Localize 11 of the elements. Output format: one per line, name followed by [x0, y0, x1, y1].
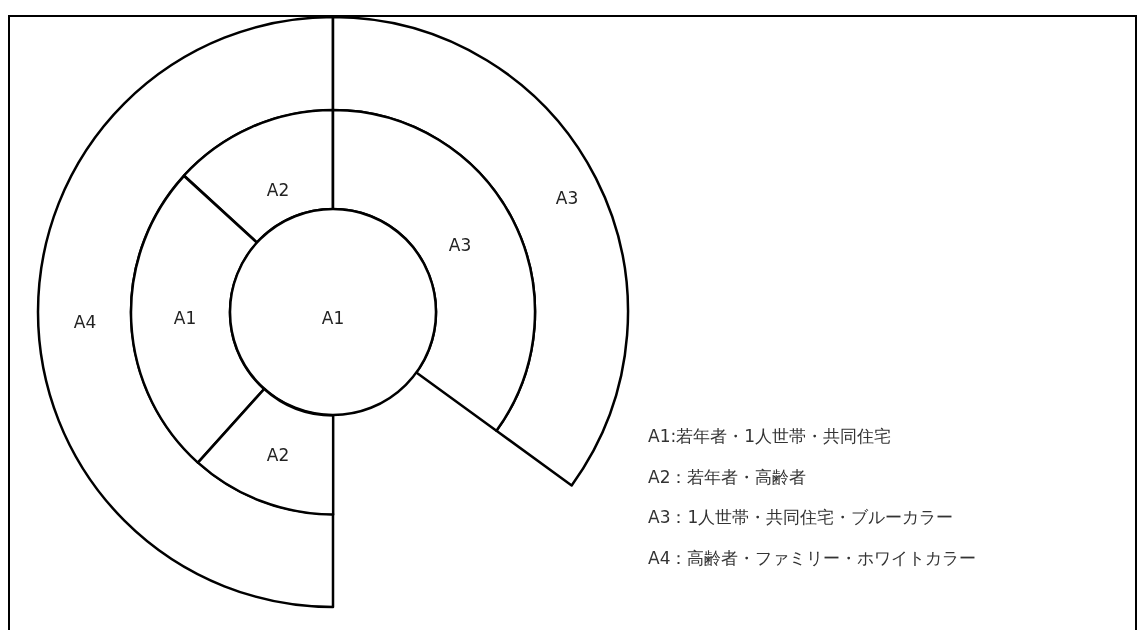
- segment-label: A1: [321, 308, 345, 328]
- legend-note: A2：若年者・高齢者: [648, 465, 807, 489]
- legend-note: A3：1人世帯・共同住宅・ブルーカラー: [648, 506, 954, 529]
- segment-label: A3: [555, 188, 579, 208]
- segment-label: A2: [266, 445, 290, 465]
- segment-label: A4: [73, 312, 97, 332]
- segment-label: A2: [266, 180, 290, 200]
- legend-note: A4：高齢者・ファミリー・ホワイトカラー: [648, 546, 977, 570]
- segment-label: A3: [448, 235, 472, 255]
- legend-note: A1:若年者・1人世帯・共同住宅: [648, 425, 891, 448]
- segment-label: A1: [173, 308, 197, 328]
